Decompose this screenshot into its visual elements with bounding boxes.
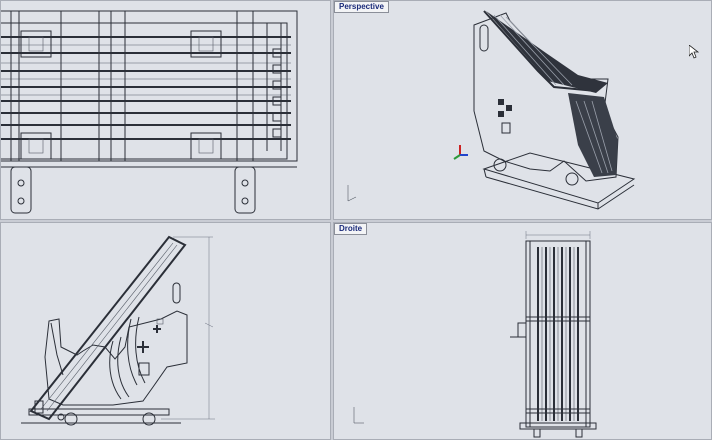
top-view-brackets — [20, 30, 222, 160]
axis-gizmo-icon — [453, 145, 468, 160]
front-wheels — [57, 412, 156, 426]
top-view-rails — [1, 36, 291, 140]
top-view-legs — [10, 166, 256, 214]
top-view-clips — [272, 48, 282, 138]
mouse-pointer-icon — [688, 44, 700, 64]
right-view-rails — [537, 247, 579, 421]
viewport-label-right[interactable]: Droite — [334, 223, 368, 235]
perspective-viewport[interactable]: Perspective — [333, 0, 712, 220]
right-view-base — [519, 422, 597, 438]
top-view-drawing — [1, 10, 298, 214]
world-axis-icon — [347, 185, 357, 202]
right-viewport[interactable]: Droite — [333, 222, 712, 440]
front-viewport[interactable] — [0, 222, 331, 440]
perspective-drawing — [473, 10, 636, 210]
front-view-drawing — [21, 235, 215, 426]
perspective-logo-mark — [498, 99, 512, 134]
right-view-drawing — [510, 231, 597, 438]
top-viewport[interactable] — [0, 0, 331, 220]
top-view-posts — [10, 11, 282, 161]
viewport-label-perspective[interactable]: Perspective — [334, 1, 389, 13]
world-axis-icon — [353, 407, 364, 424]
front-logo-mark — [137, 318, 164, 376]
